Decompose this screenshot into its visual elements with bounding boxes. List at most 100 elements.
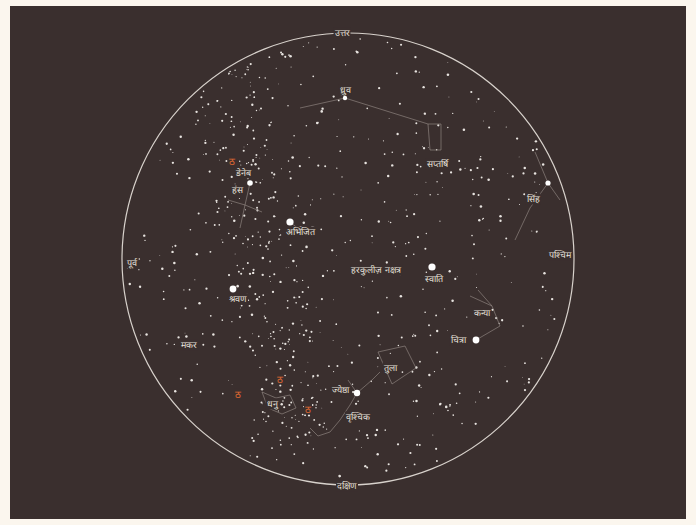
star-dot	[301, 399, 303, 401]
pole-line	[300, 98, 345, 108]
star-dot	[303, 221, 305, 223]
star-dot	[256, 157, 257, 158]
star-dot	[506, 126, 507, 127]
star-dot	[231, 321, 232, 322]
star-dot	[332, 340, 334, 342]
star-dot	[333, 194, 334, 195]
star-dot	[321, 407, 323, 409]
star-dot	[522, 172, 524, 174]
star-dot	[278, 83, 280, 85]
star-dot	[392, 241, 394, 243]
star-dot	[240, 273, 242, 275]
star-dot	[149, 260, 150, 261]
star-dot	[271, 240, 273, 242]
star-dot	[413, 253, 415, 255]
star-dot	[200, 96, 202, 98]
star-dot	[536, 231, 538, 233]
star-dot	[545, 290, 546, 291]
star-dot	[333, 95, 335, 97]
star-dot	[251, 437, 253, 439]
star-dot	[288, 437, 290, 439]
star-dot	[253, 269, 255, 271]
star-dot	[230, 127, 231, 128]
star-dot	[264, 317, 266, 319]
star-dot	[216, 211, 218, 213]
star-dot	[302, 462, 304, 464]
star-dot	[252, 333, 254, 335]
star-dot	[274, 215, 276, 217]
star-dot	[523, 383, 525, 385]
star-dot	[253, 96, 255, 98]
star-dot	[258, 335, 260, 337]
star-dot	[266, 321, 268, 323]
star-dot	[312, 199, 313, 200]
star-dot	[384, 201, 386, 203]
star-dot	[414, 335, 416, 337]
star-dot	[218, 224, 220, 226]
star-dot	[190, 379, 193, 382]
star-dot	[333, 371, 334, 372]
star-dot	[464, 168, 465, 169]
sagittarius-line	[262, 392, 296, 414]
star-dot	[265, 379, 267, 381]
star-dot	[262, 294, 264, 296]
star-dot	[336, 365, 338, 367]
bright-star	[343, 96, 347, 100]
star-dot	[280, 403, 282, 405]
star-dot	[288, 339, 290, 341]
star-dot	[252, 235, 254, 237]
star-dot	[269, 276, 271, 278]
star-dot	[221, 179, 223, 181]
star-dot	[187, 158, 190, 161]
star-dot	[324, 165, 326, 167]
star-dot	[231, 176, 233, 178]
star-dot	[280, 444, 282, 446]
star-dot	[202, 333, 204, 335]
star-dot	[279, 234, 281, 236]
star-dot	[405, 467, 406, 468]
star-dot	[228, 73, 230, 75]
star-dot	[216, 202, 217, 203]
star-dot	[268, 198, 270, 200]
star-dot	[267, 415, 269, 417]
star-dot	[296, 265, 297, 266]
star-dot	[287, 360, 288, 361]
star-dot	[221, 87, 222, 88]
star-dot	[251, 164, 253, 166]
bright-star	[473, 337, 480, 344]
star-dot	[302, 398, 303, 399]
star-dot	[292, 356, 294, 358]
star-dot	[402, 371, 404, 373]
star-dot	[279, 390, 281, 392]
star-dot	[228, 380, 230, 382]
star-dot	[397, 443, 399, 445]
star-dot	[249, 81, 251, 83]
star-dot	[347, 353, 349, 355]
star-dot	[454, 278, 456, 280]
star-dot	[250, 193, 252, 195]
star-dot	[473, 243, 475, 245]
star-dot	[372, 280, 373, 281]
virgo-line	[470, 296, 500, 340]
star-dot	[378, 87, 380, 89]
star-dot	[536, 230, 538, 232]
star-dot	[289, 364, 291, 366]
star-dot	[219, 159, 221, 161]
star-dot	[524, 389, 526, 391]
star-dot	[284, 349, 285, 350]
star-dot	[480, 156, 481, 157]
star-dot	[403, 154, 405, 156]
star-dot	[172, 246, 173, 247]
star-dot	[262, 178, 264, 180]
star-label: डेनेब	[235, 168, 252, 179]
star-dot	[273, 273, 275, 275]
star-dot	[295, 302, 297, 304]
star-dot	[244, 340, 246, 342]
star-dot	[450, 171, 452, 173]
star-dot	[482, 218, 484, 220]
star-dot	[510, 282, 512, 284]
star-dot	[205, 222, 207, 224]
star-dot	[288, 160, 289, 161]
star-dot	[302, 306, 304, 308]
star-label: ध्रुव	[339, 85, 352, 96]
